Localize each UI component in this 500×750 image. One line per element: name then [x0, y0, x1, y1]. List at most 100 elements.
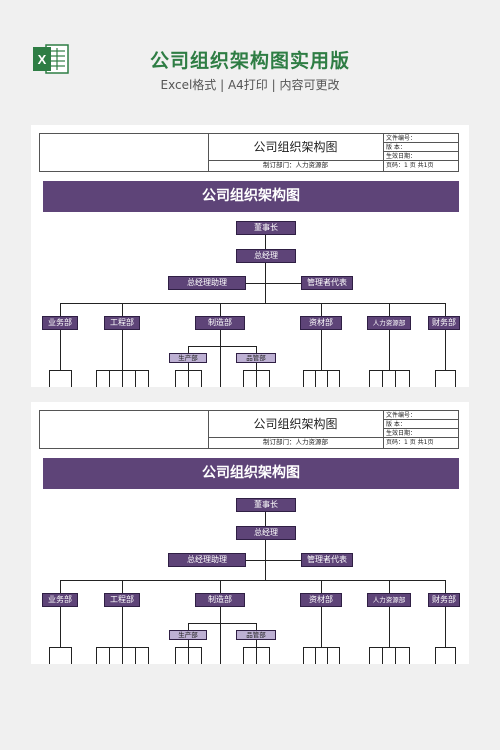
- connector-line: [327, 647, 328, 664]
- connector-line: [455, 647, 456, 664]
- connector-line: [303, 647, 304, 664]
- connector-line: [321, 303, 322, 316]
- connector-line: [207, 283, 324, 284]
- connector-line: [321, 607, 322, 647]
- connector-line: [122, 580, 123, 593]
- connector-line: [382, 370, 383, 387]
- excel-icon: X: [33, 44, 69, 74]
- connector-line: [303, 647, 339, 648]
- node-sub-production: 生产部: [169, 630, 207, 640]
- connector-line: [207, 560, 324, 561]
- connector-line: [220, 330, 221, 387]
- meta-page: 页码：1 页 共1页: [386, 439, 434, 446]
- connector-line: [109, 647, 110, 664]
- dept-line: 制订部门：人力资源部: [208, 437, 384, 448]
- dept-line: 制订部门：人力资源部: [208, 160, 384, 171]
- connector-line: [243, 647, 244, 664]
- connector-line: [435, 370, 455, 371]
- node-sub-production: 生产部: [169, 353, 207, 363]
- connector-line: [71, 647, 72, 664]
- node-dept-manufacturing: 制造部: [195, 593, 245, 607]
- meta-date: 生效日期：: [384, 152, 458, 161]
- connector-line: [188, 370, 189, 387]
- connector-line: [60, 303, 61, 316]
- connector-line: [256, 370, 257, 387]
- org-chart: 董事长总经理总经理助理管理者代表业务部工程部制造部资材部人力资源部财务部生产部品…: [31, 218, 469, 387]
- node-management-rep: 管理者代表: [301, 276, 353, 290]
- connector-line: [96, 647, 97, 664]
- connector-line: [122, 303, 123, 316]
- connector-line: [201, 647, 202, 664]
- connector-line: [409, 647, 410, 664]
- connector-line: [122, 370, 123, 387]
- connector-line: [188, 623, 256, 624]
- node-dept-finance: 财务部: [428, 593, 460, 607]
- banner-title: 公司组织架构图: [43, 458, 459, 489]
- connector-line: [188, 363, 189, 370]
- connector-line: [445, 580, 446, 593]
- connector-line: [265, 512, 266, 526]
- connector-line: [122, 607, 123, 647]
- connector-line: [188, 640, 189, 647]
- node-general-manager: 总经理: [236, 526, 296, 540]
- connector-line: [188, 346, 189, 353]
- meta-file-no: 文件编号：: [384, 411, 458, 420]
- connector-line: [435, 647, 436, 664]
- node-gm-assistant: 总经理助理: [168, 276, 246, 290]
- connector-line: [369, 370, 409, 371]
- connector-line: [60, 607, 61, 647]
- connector-line: [327, 370, 328, 387]
- connector-line: [256, 623, 257, 630]
- connector-line: [445, 607, 446, 647]
- connector-line: [49, 647, 50, 664]
- connector-line: [435, 370, 436, 387]
- connector-line: [135, 370, 136, 387]
- connector-line: [395, 647, 396, 664]
- meta-date: 生效日期：: [384, 429, 458, 438]
- connector-line: [71, 370, 72, 387]
- connector-line: [256, 640, 257, 647]
- page-title: 公司组织架构图实用版: [149, 50, 350, 72]
- meta-page: 页码：1 页 共1页: [386, 162, 434, 169]
- node-dept-hr: 人力资源部: [367, 593, 411, 607]
- connector-line: [122, 647, 123, 664]
- sheet-preview-2: 公司组织架构图 制订部门：人力资源部 文件编号： 版 本： 生效日期： 页码：1…: [31, 402, 469, 664]
- connector-line: [122, 330, 123, 370]
- node-dept-hr: 人力资源部: [367, 316, 411, 330]
- node-dept-engineering: 工程部: [104, 593, 140, 607]
- connector-line: [389, 330, 390, 370]
- connector-line: [243, 370, 244, 387]
- node-dept-sales: 业务部: [42, 593, 78, 607]
- node-dept-manufacturing: 制造部: [195, 316, 245, 330]
- connector-line: [315, 647, 316, 664]
- connector-line: [256, 346, 257, 353]
- node-dept-engineering: 工程部: [104, 316, 140, 330]
- connector-line: [148, 647, 149, 664]
- node-chairman: 董事长: [236, 221, 296, 235]
- logo-cell: [40, 134, 209, 171]
- connector-line: [369, 647, 370, 664]
- connector-line: [445, 330, 446, 370]
- node-gm-assistant: 总经理助理: [168, 553, 246, 567]
- doc-header-table: 公司组织架构图 制订部门：人力资源部 文件编号： 版 本： 生效日期： 页码：1…: [39, 133, 459, 172]
- connector-line: [188, 346, 256, 347]
- node-dept-materials: 资材部: [300, 316, 342, 330]
- sheet-preview-1: 公司组织架构图 制订部门：人力资源部 文件编号： 版 本： 生效日期： 页码：1…: [31, 125, 469, 387]
- connector-line: [269, 370, 270, 387]
- doc-header-table: 公司组织架构图 制订部门：人力资源部 文件编号： 版 本： 生效日期： 页码：1…: [39, 410, 459, 449]
- node-sub-quality: 品管部: [236, 630, 276, 640]
- connector-line: [315, 370, 316, 387]
- connector-line: [135, 647, 136, 664]
- connector-line: [389, 607, 390, 647]
- connector-line: [369, 647, 409, 648]
- connector-line: [389, 580, 390, 593]
- connector-line: [256, 363, 257, 370]
- connector-line: [201, 370, 202, 387]
- node-general-manager: 总经理: [236, 249, 296, 263]
- connector-line: [60, 303, 446, 304]
- connector-line: [220, 607, 221, 664]
- connector-line: [49, 370, 50, 387]
- connector-line: [148, 370, 149, 387]
- doc-title: 公司组织架构图: [208, 134, 384, 161]
- connector-line: [321, 330, 322, 370]
